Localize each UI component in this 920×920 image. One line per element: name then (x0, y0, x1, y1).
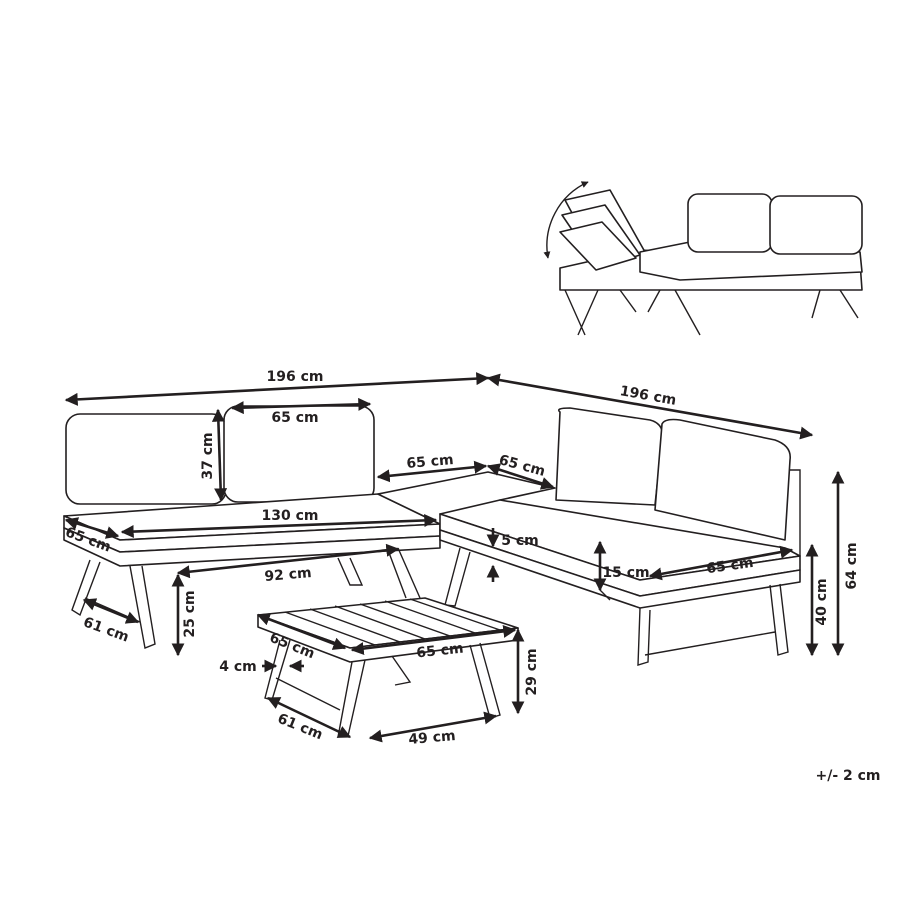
right-back-cushion (555, 407, 664, 506)
lounger-back-cushion (687, 193, 773, 253)
dimension-lines (64, 372, 845, 743)
label-frame-height: 15 cm (602, 565, 649, 581)
label-total-height: 64 cm (844, 542, 860, 589)
label-cushion-thickness: 5 cm (501, 533, 539, 549)
tolerance-note: +/- 2 cm (815, 768, 880, 784)
label-leg-span: 92 cm (264, 565, 312, 585)
label-back-cushion-width: 65 cm (271, 410, 318, 426)
right-back-cushion-2 (654, 418, 792, 541)
label-seat-height: 40 cm (814, 578, 830, 625)
label-leg-depth: 61 cm (81, 614, 131, 645)
label-table-leg-depth: 61 cm (275, 711, 325, 744)
recline-arrow-icon (543, 181, 589, 259)
label-seat-width: 130 cm (262, 508, 319, 524)
label-table-height: 29 cm (524, 648, 540, 695)
label-total-width-left: 196 cm (267, 369, 324, 385)
label-corner-width: 65 cm (406, 452, 454, 472)
label-under-clearance: 25 cm (182, 590, 198, 637)
reclining-lounger-inset (543, 181, 863, 336)
label-seat-depth-right: 65 cm (705, 555, 754, 577)
right-frame (439, 529, 801, 609)
label-table-leg-span: 49 cm (408, 728, 456, 748)
label-table-leg-thickness: 4 cm (219, 659, 257, 675)
label-table-width: 65 cm (416, 641, 465, 662)
label-back-cushion-height: 37 cm (200, 432, 216, 479)
